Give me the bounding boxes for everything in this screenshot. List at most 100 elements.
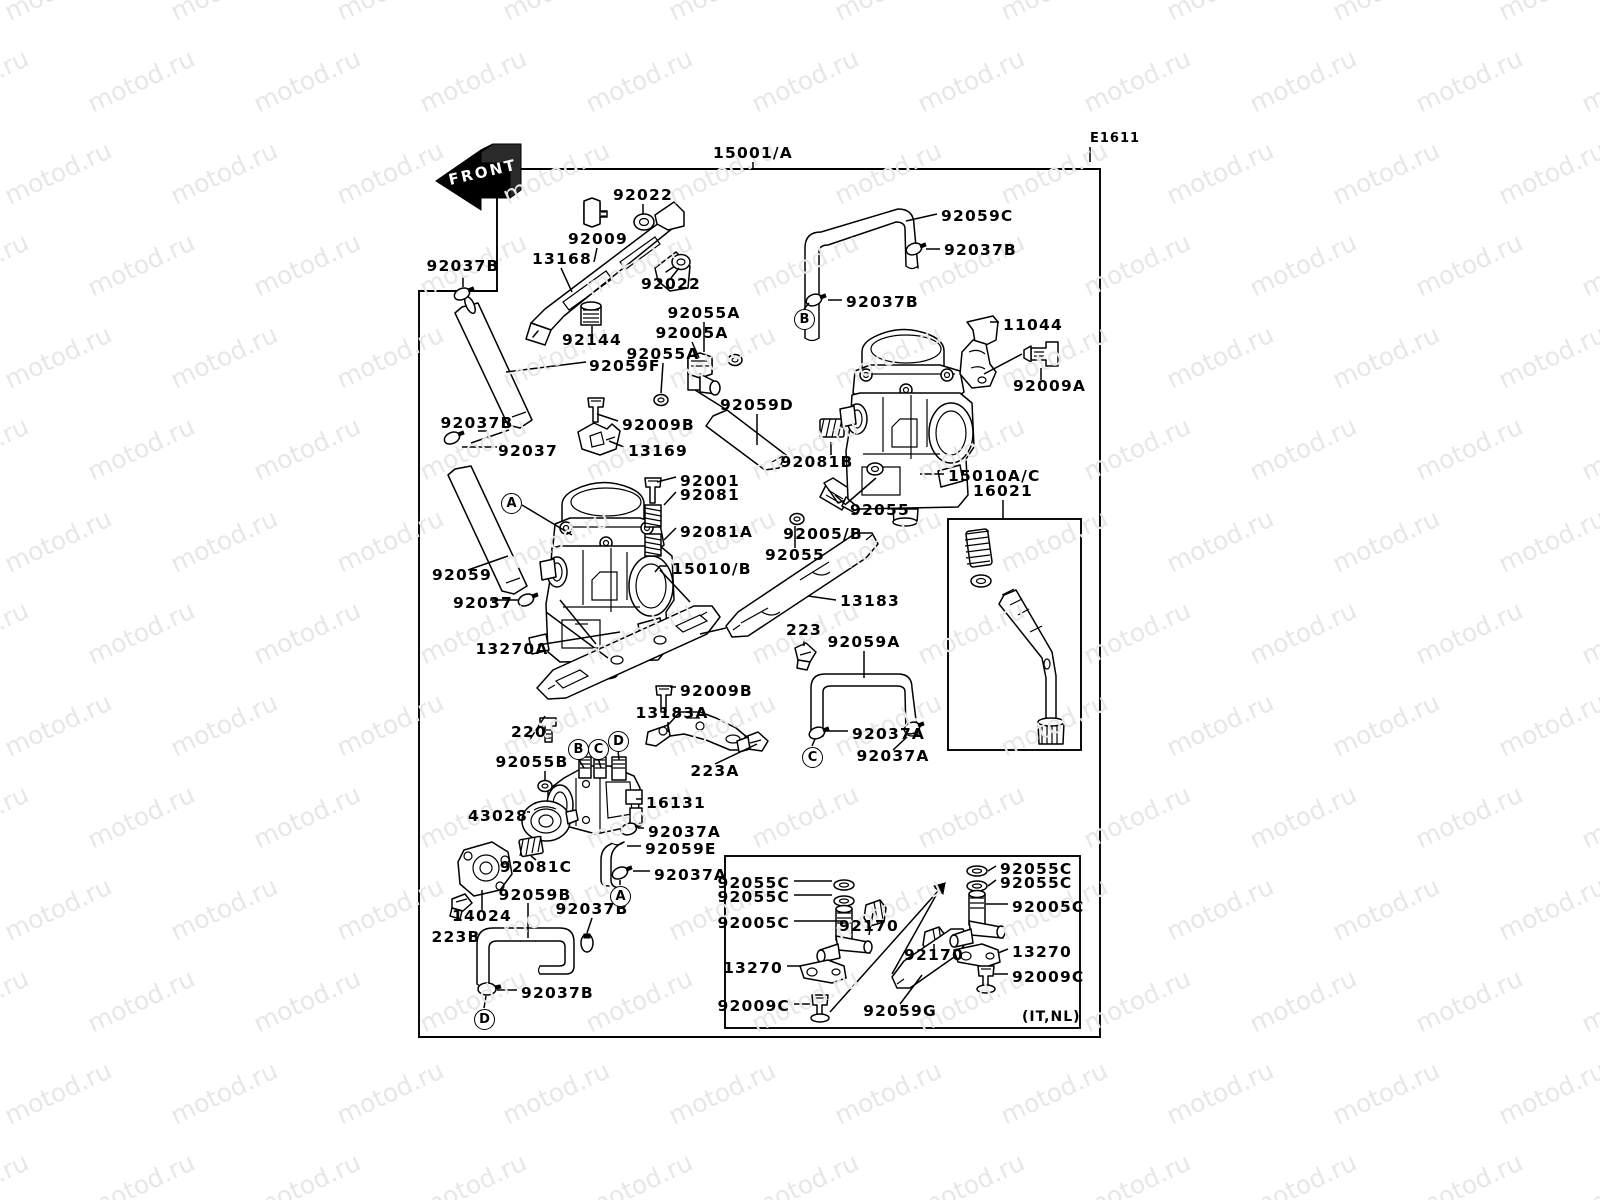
part-number-label[interactable]: 92037 <box>453 594 513 612</box>
part-number-label[interactable]: 16131 <box>646 794 706 812</box>
part-number-label[interactable]: 92037A <box>654 866 728 884</box>
bolt-92009A <box>983 341 1059 375</box>
clip-13169 <box>577 422 621 456</box>
part-number-label[interactable]: E1611 <box>1090 131 1141 146</box>
part-number-label[interactable]: 92037B <box>426 257 500 275</box>
part-number-label[interactable]: 92009C <box>717 997 790 1015</box>
part-number-label[interactable]: 15010A/C <box>948 467 1041 485</box>
part-number-label[interactable]: 92037B <box>521 984 594 1002</box>
part-number-label[interactable]: 92081A <box>680 523 754 541</box>
part-number-label[interactable]: 92009A <box>1013 377 1087 395</box>
part-number-label[interactable]: 92170 <box>904 946 964 964</box>
part-number-label[interactable]: 223 <box>786 621 822 639</box>
part-number-label[interactable]: 13270A <box>475 640 549 658</box>
clamp-92037-lower-left <box>517 592 539 607</box>
bolt-92009C-right <box>976 965 996 994</box>
part-number-label[interactable]: 92037B <box>944 241 1017 259</box>
clamp-92037B-hose-bottom <box>580 933 594 953</box>
part-number-label[interactable]: 13169 <box>628 442 688 460</box>
oring-92055-lower <box>789 512 805 526</box>
part-number-label[interactable]: 13270 <box>1012 943 1072 961</box>
part-number-label[interactable]: 92022 <box>641 275 701 293</box>
part-number-label[interactable]: 92081C <box>499 858 573 876</box>
bolt-223 <box>794 642 817 671</box>
part-number-label[interactable]: 92022 <box>613 186 673 204</box>
part-number-label[interactable]: 92001 <box>680 472 740 490</box>
t-joint-92005A <box>687 352 721 396</box>
part-number-label[interactable]: 92055B <box>495 753 569 771</box>
part-number-label[interactable]: 92059B <box>498 886 572 904</box>
part-number-label[interactable]: 92059D <box>720 396 794 414</box>
part-number-label[interactable]: 13270 <box>723 959 783 977</box>
part-number-label[interactable]: 92037 <box>498 442 558 460</box>
clip-13270-left <box>799 959 847 984</box>
reference-marker-d: D <box>474 1009 495 1030</box>
part-number-label[interactable]: 92081 <box>680 486 740 504</box>
part-number-label[interactable]: 223B <box>431 928 481 946</box>
part-number-label[interactable]: 92055 <box>765 546 825 564</box>
part-number-label[interactable]: 92144 <box>562 331 622 349</box>
part-number-label[interactable]: 14024 <box>452 907 512 925</box>
part-number-label[interactable]: 92009 <box>568 230 628 248</box>
diaphragm-43028 <box>521 800 579 842</box>
fitting-92005C-left <box>816 879 873 963</box>
part-number-label[interactable]: 92009C <box>1012 968 1085 986</box>
part-number-label[interactable]: 92059C <box>941 207 1014 225</box>
part-number-label[interactable]: 92059F <box>589 357 661 375</box>
spring-92081C <box>518 835 544 858</box>
part-number-label[interactable]: 92055C <box>1000 860 1073 878</box>
part-number-label[interactable]: 92005/B <box>783 525 863 543</box>
part-number-label[interactable]: 92005C <box>717 914 790 932</box>
part-number-label[interactable]: 92009B <box>680 682 753 700</box>
part-number-label[interactable]: 13183A <box>635 704 709 722</box>
spring-92081A <box>644 533 662 557</box>
part-number-label[interactable]: 92055C <box>717 888 790 906</box>
part-number-label[interactable]: (IT,NL) <box>1022 1009 1081 1025</box>
part-number-label[interactable]: 92055 <box>850 501 910 519</box>
part-number-label[interactable]: 92037A <box>648 823 722 841</box>
part-number-label[interactable]: 92037B <box>440 414 514 432</box>
part-number-label[interactable]: 92005C <box>1012 898 1085 916</box>
part-number-label[interactable]: 223A <box>690 762 740 780</box>
part-number-label[interactable]: 11044 <box>1003 316 1063 334</box>
part-number-label[interactable]: 92059 <box>432 566 492 584</box>
reference-marker-d: D <box>608 731 629 752</box>
part-number-label[interactable]: 15010/B <box>672 560 752 578</box>
oring-92055A-left <box>653 393 669 407</box>
part-number-label[interactable]: 92005A <box>655 324 729 342</box>
part-number-label[interactable]: 16021 <box>973 482 1033 500</box>
bolt-92009B-upper <box>587 397 605 423</box>
part-number-label[interactable]: 13183 <box>840 592 900 610</box>
reference-marker-a: A <box>610 886 631 907</box>
carburetor-right-15010AC <box>839 328 975 527</box>
bolt-92009B-bracket <box>655 685 673 713</box>
part-number-label[interactable]: 92055C <box>717 874 790 892</box>
part-number-label[interactable]: 92059A <box>827 633 901 651</box>
part-number-label[interactable]: 15001/A <box>713 144 793 162</box>
bracket-11044 <box>959 315 999 389</box>
part-number-label[interactable]: 92059G <box>863 1002 937 1020</box>
fitting-92005C-right <box>949 865 1006 948</box>
part-number-label[interactable]: 92037A <box>856 747 930 765</box>
bolt-220 <box>539 717 557 743</box>
gasket-13270A <box>536 605 721 700</box>
front-arrow-art: FRONT <box>435 143 522 211</box>
clamp-92037B-hose-mid <box>805 293 827 307</box>
part-number-label[interactable]: 92081B <box>780 453 854 471</box>
part-number-label[interactable]: 92059E <box>645 840 717 858</box>
part-number-label[interactable]: 92037B <box>555 900 629 918</box>
part-number-label[interactable]: 92009B <box>622 416 695 434</box>
part-number-label[interactable]: 92170 <box>839 917 899 935</box>
part-number-label[interactable]: 92055A <box>626 345 700 363</box>
part-number-label[interactable]: 92037B <box>846 293 919 311</box>
reference-marker-b: B <box>794 309 815 330</box>
part-number-label[interactable]: 92055C <box>1000 874 1073 892</box>
part-number-label[interactable]: 220 <box>511 723 547 741</box>
part-number-label[interactable]: 92055A <box>667 304 741 322</box>
part-number-label[interactable]: 13168 <box>532 250 592 268</box>
part-number-label[interactable]: 43028 <box>468 807 528 825</box>
clamp-92037A-left <box>808 726 830 740</box>
bolt-92009C-left <box>810 994 830 1023</box>
part-number-label[interactable]: 92037A <box>852 725 926 743</box>
